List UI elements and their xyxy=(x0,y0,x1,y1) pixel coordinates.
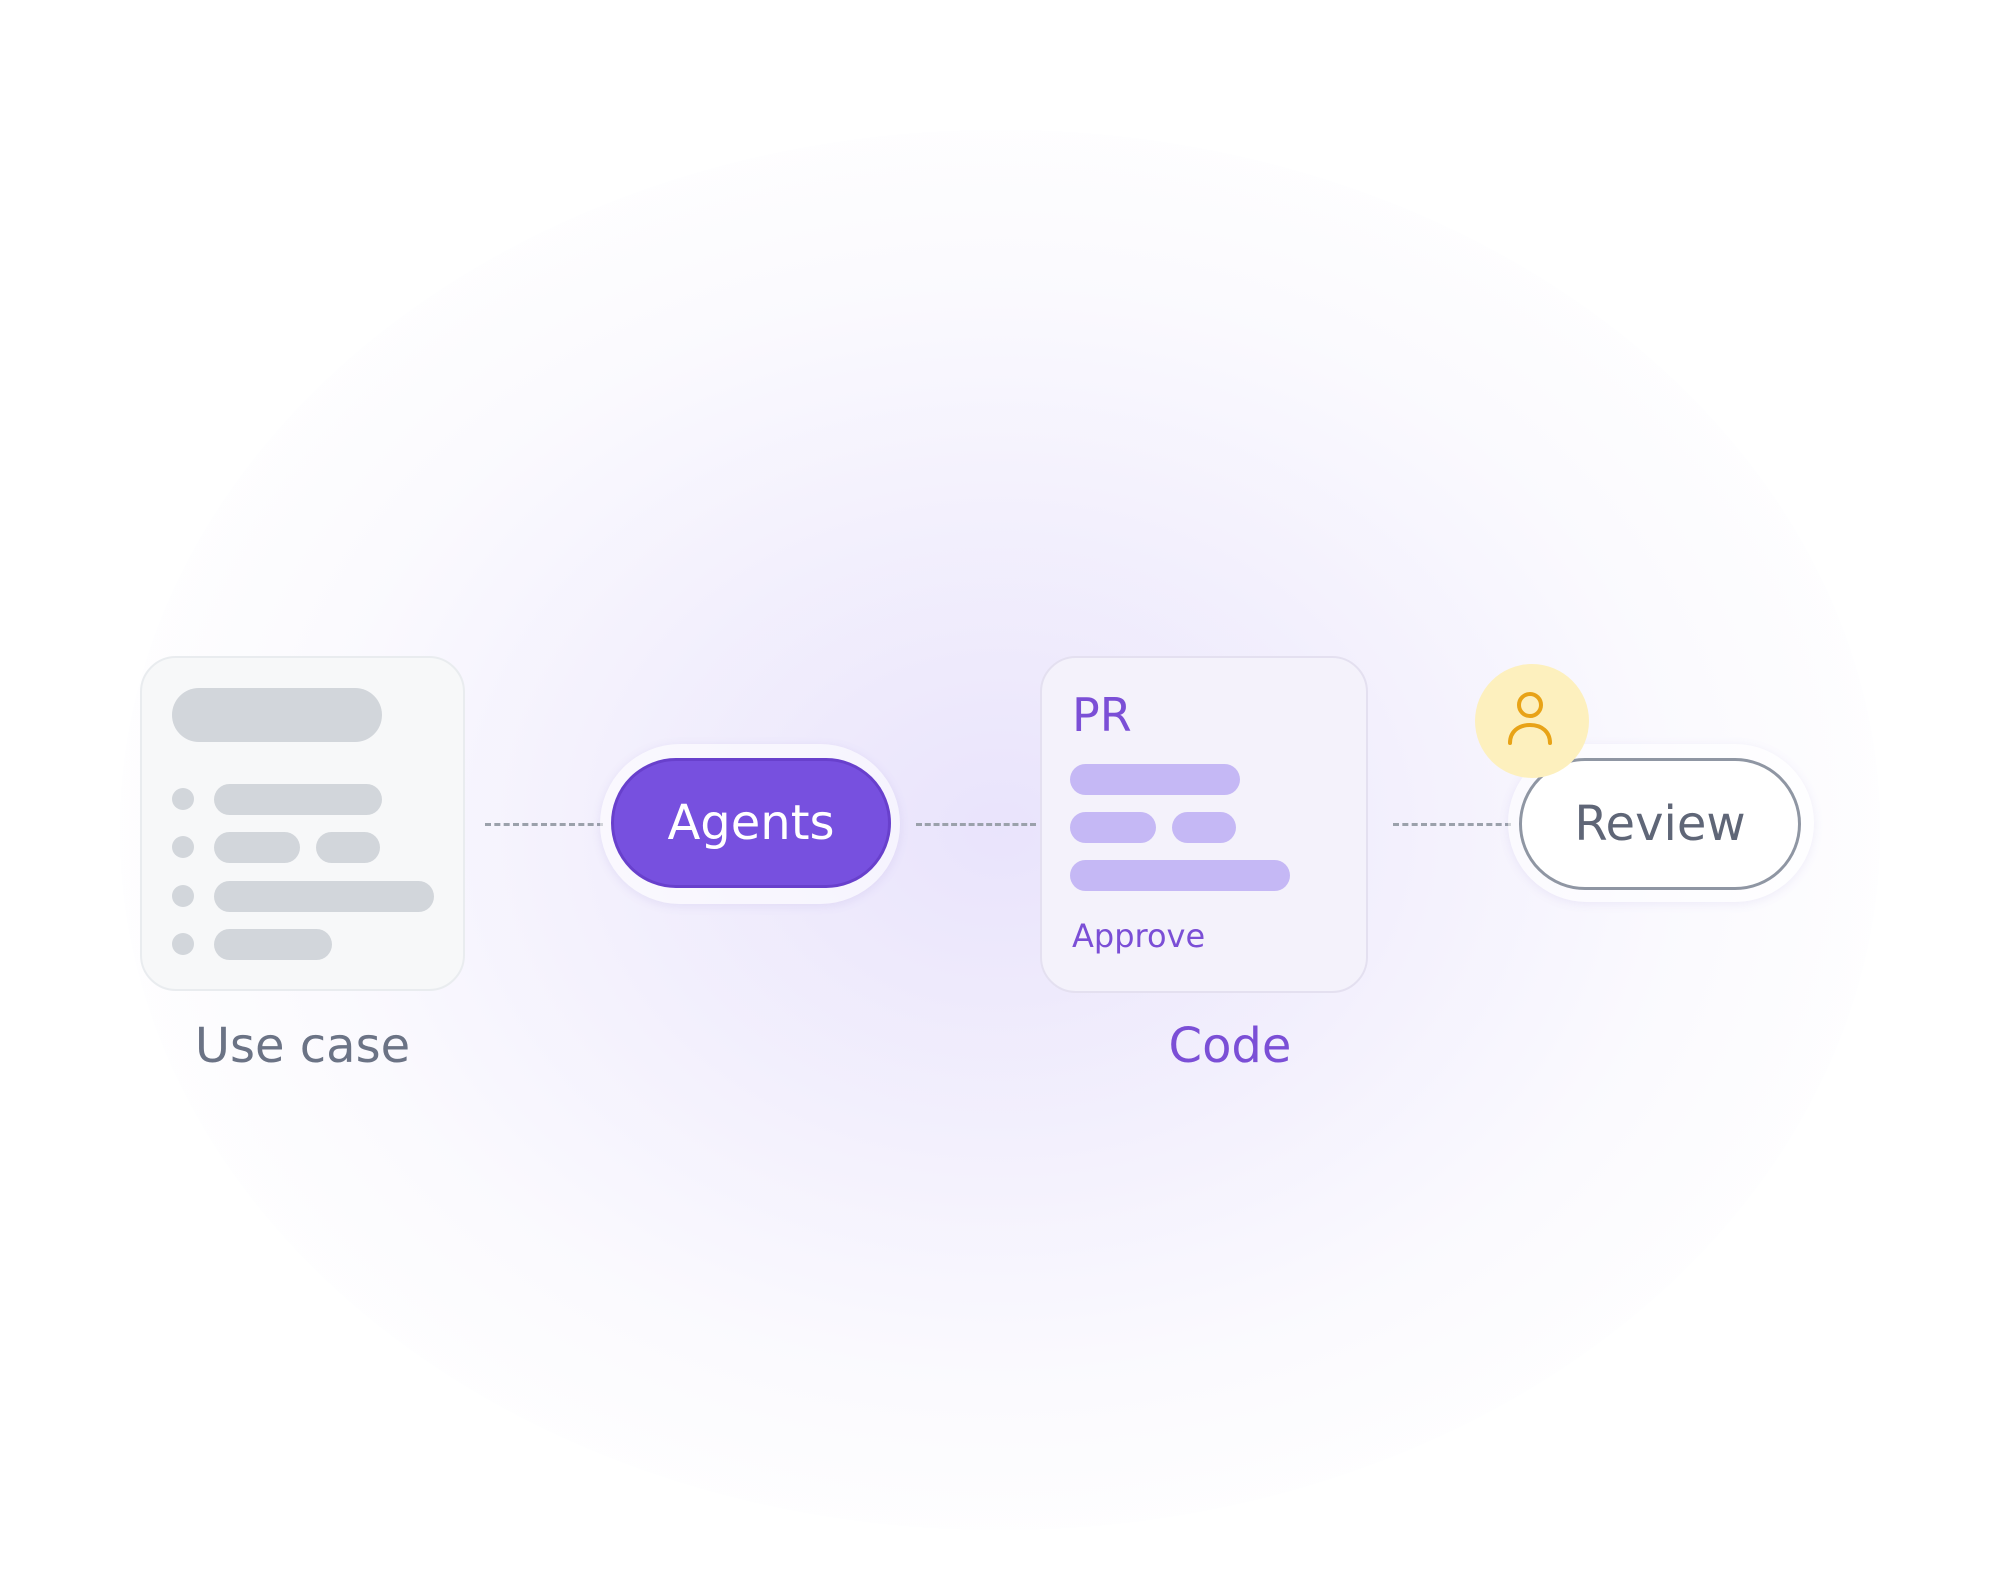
placeholder-line xyxy=(1070,860,1290,891)
placeholder-line xyxy=(214,929,332,960)
connector-line xyxy=(485,823,603,826)
placeholder-title-bar xyxy=(172,688,382,742)
connector-line xyxy=(1393,823,1511,826)
placeholder-line xyxy=(214,881,434,912)
bullet-dot xyxy=(172,885,194,907)
person-icon xyxy=(1504,688,1560,754)
agents-button[interactable]: Agents xyxy=(611,758,891,888)
placeholder-line xyxy=(214,832,300,863)
use-case-label: Use case xyxy=(194,1018,411,1074)
review-button[interactable]: Review xyxy=(1519,758,1801,890)
connector-line xyxy=(916,823,1036,826)
placeholder-line xyxy=(316,832,380,863)
placeholder-line xyxy=(1070,764,1240,795)
placeholder-line xyxy=(214,784,382,815)
placeholder-line xyxy=(1070,812,1156,843)
pr-card: PR Approve xyxy=(1040,656,1368,993)
use-case-card xyxy=(140,656,465,991)
reviewer-avatar xyxy=(1475,664,1589,778)
bullet-dot xyxy=(172,836,194,858)
bullet-dot xyxy=(172,933,194,955)
placeholder-line xyxy=(1172,812,1236,843)
code-label: Code xyxy=(1168,1018,1292,1074)
bullet-dot xyxy=(172,788,194,810)
pr-title: PR xyxy=(1072,688,1132,742)
approve-link[interactable]: Approve xyxy=(1072,917,1206,955)
